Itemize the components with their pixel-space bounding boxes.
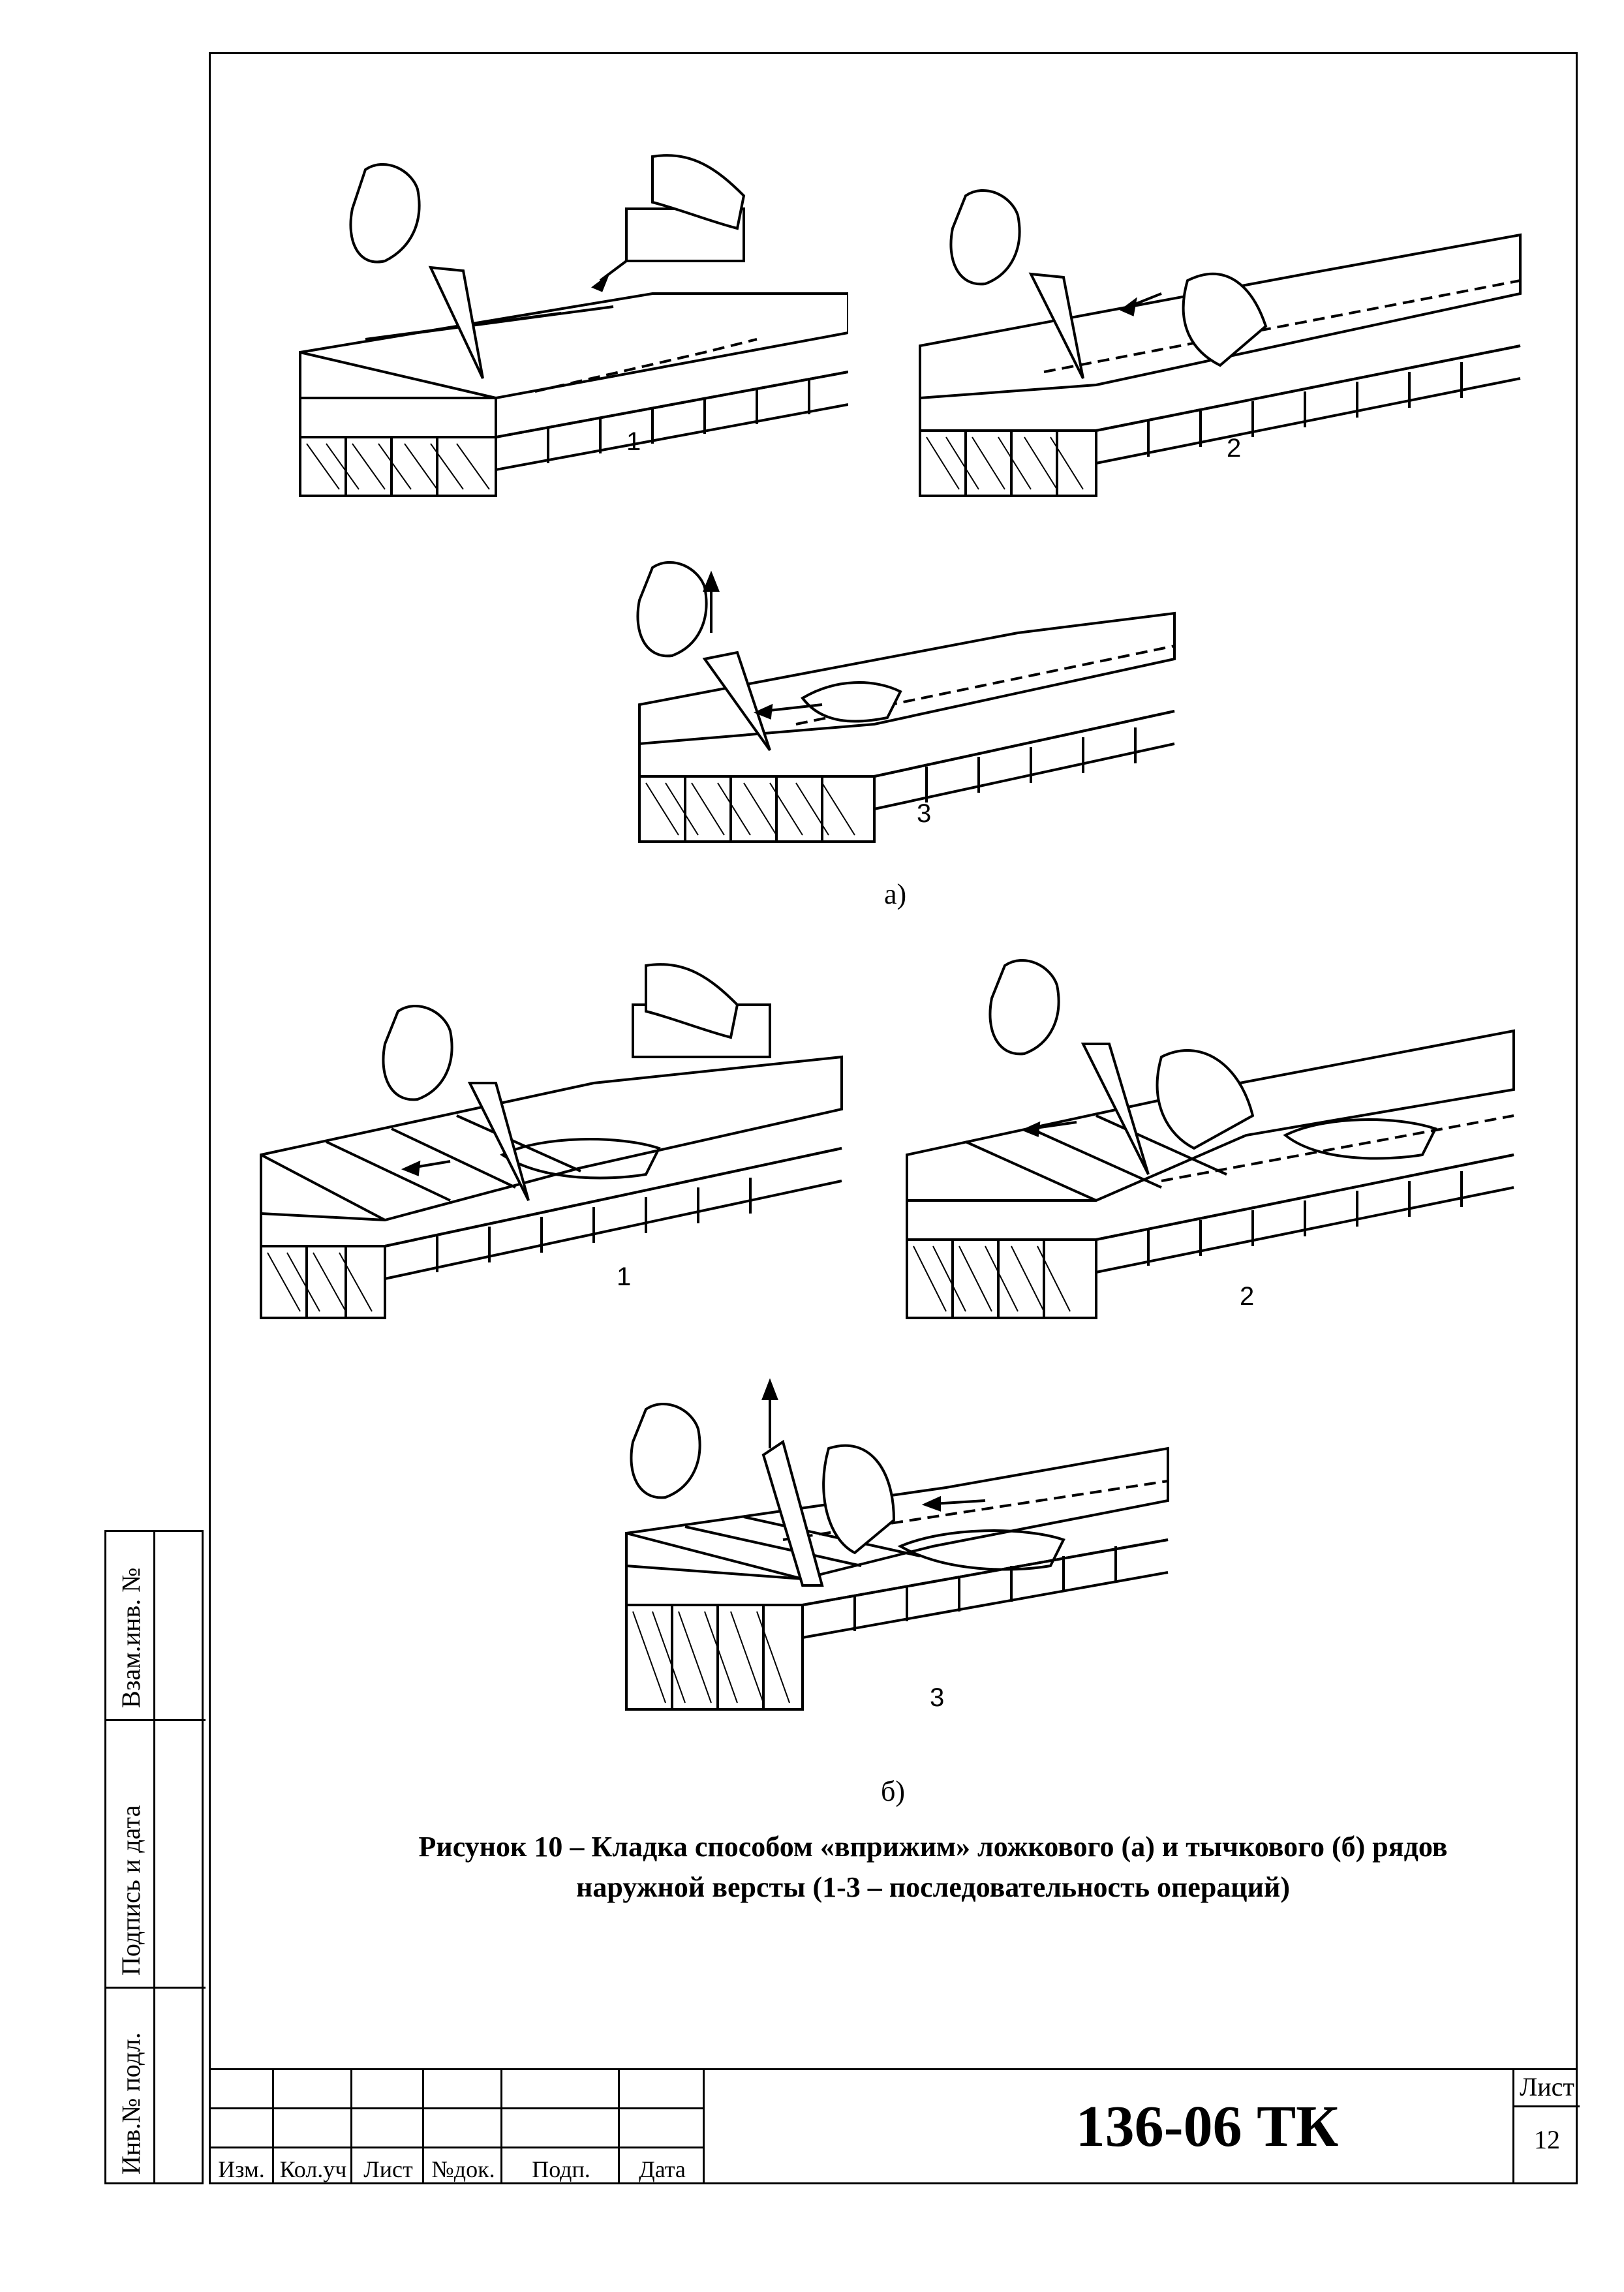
side-cell-podpis	[106, 1721, 206, 1989]
tb-cell	[352, 2107, 424, 2147]
figure-b-step-1	[260, 963, 843, 1319]
tb-header-podp: Подп.	[532, 2156, 590, 2182]
figure-b-step-2	[906, 958, 1515, 1319]
inv-podl-label: Инв.№ подл.	[116, 2032, 146, 2175]
figure-b-step-2-label: 2	[1240, 1282, 1255, 1311]
tb-cell	[424, 2068, 502, 2107]
sheet-label: Лист	[1514, 2068, 1580, 2107]
figure-a-sublabel: а)	[884, 878, 907, 910]
side-stamp-label-column	[106, 1532, 155, 2182]
tb-cell	[209, 2107, 274, 2147]
title-block-grid: Изм. Кол.уч Лист №док. Подп. Дата	[209, 2068, 705, 2184]
tb-cell	[620, 2068, 705, 2107]
tb-cell	[502, 2107, 620, 2147]
tb-header-izm: Изм.	[218, 2156, 265, 2182]
title-block-top-border	[209, 2068, 1578, 2070]
side-cell-vzam	[106, 1532, 206, 1721]
figure-b-step-3	[625, 1378, 1169, 1711]
figure-b-sublabel: б)	[881, 1775, 906, 1807]
figure-a-step-3	[636, 560, 1176, 843]
caption-line-1: Рисунок 10 – Кладка способом «вприжим» л…	[418, 1831, 1448, 1863]
tb-cell	[209, 2068, 274, 2107]
tb-cell	[274, 2068, 352, 2107]
tb-cell	[274, 2107, 352, 2147]
figure-a-step-1	[299, 154, 848, 497]
document-code: 136-06 ТК	[1075, 2094, 1339, 2159]
sheet-number: 12	[1534, 2125, 1560, 2154]
figure-a-step-2	[919, 189, 1522, 497]
figure-a-step-2-label: 2	[1227, 434, 1242, 463]
page-frame	[209, 52, 1578, 2184]
title-block: Изм. Кол.уч Лист №док. Подп. Дата 136-06…	[209, 2068, 1580, 2184]
tb-header-cell-koluch: Кол.уч	[274, 2147, 352, 2184]
tb-cell	[620, 2107, 705, 2147]
tb-header-data: Дата	[639, 2156, 686, 2182]
tb-header-list: Лист	[363, 2156, 413, 2182]
tb-cell	[502, 2068, 620, 2107]
tb-cell	[424, 2107, 502, 2147]
tb-cell	[352, 2068, 424, 2107]
figure-b-step-3-label: 3	[930, 1683, 945, 1712]
tb-header-cell-ndok: №док.	[424, 2147, 502, 2184]
tb-header-cell-list: Лист	[352, 2147, 424, 2184]
tb-header-cell-izm: Изм.	[209, 2147, 274, 2184]
figure-a-step-1-label: 1	[626, 427, 641, 456]
figure-caption: Рисунок 10 – Кладка способом «вприжим» л…	[300, 1827, 1566, 1908]
figure-b-step-1-label: 1	[617, 1262, 632, 1291]
caption-line-2: наружной версты (1-3 – последовательност…	[575, 1871, 1291, 1903]
podpis-data-label: Подпись и дата	[116, 1805, 146, 1976]
tb-header-cell-data: Дата	[620, 2147, 705, 2184]
vzam-inv-label: Взам.инв. №	[116, 1567, 146, 1708]
sheet-box: Лист 12	[1512, 2068, 1580, 2184]
figure-a-step-3-label: 3	[917, 799, 932, 828]
tb-header-cell-podp: Подп.	[502, 2147, 620, 2184]
side-stamp: Взам.инв. № Подпись и дата Инв.№ подл.	[104, 1530, 206, 2184]
tb-header-koluch: Кол.уч	[279, 2156, 347, 2182]
tb-header-ndok: №док.	[431, 2156, 495, 2182]
